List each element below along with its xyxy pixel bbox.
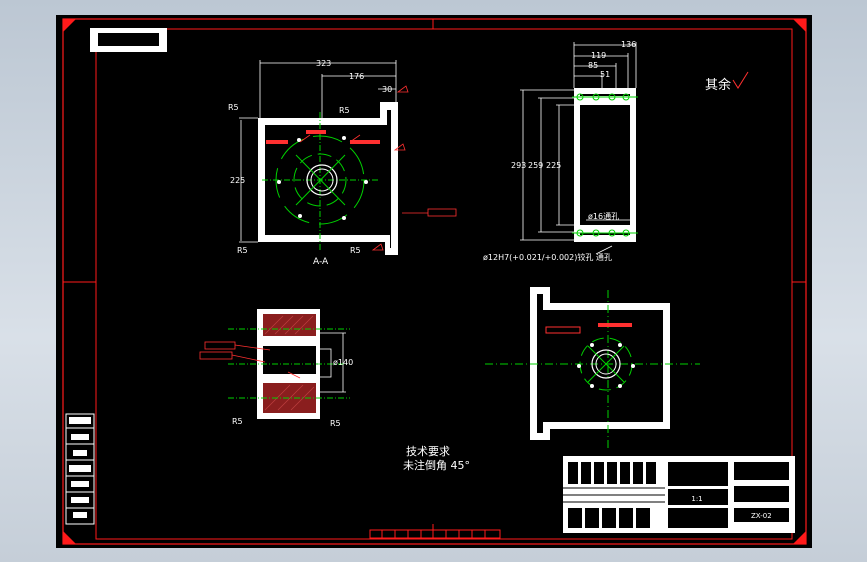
corner-mark	[63, 19, 76, 32]
title-block-drawing-no: ZX-02	[751, 512, 772, 520]
title-block-scale: 1:1	[691, 495, 702, 503]
radius-r5-top: R5	[228, 103, 239, 112]
radius-r5-bottom-right: R5	[350, 246, 361, 255]
title-block	[563, 456, 795, 533]
radius-r5-right: R5	[330, 419, 341, 428]
tech-req-title: 技术要求	[406, 445, 450, 458]
dim-259: 259	[528, 161, 543, 170]
dim-225: 225	[230, 176, 245, 185]
lower-right-view	[485, 287, 700, 450]
dim-d140: ø140	[333, 358, 353, 367]
dim-136: 136	[621, 40, 636, 49]
code-box-inner	[98, 33, 159, 46]
dim-293: 293	[511, 161, 526, 170]
section-label: A-A	[313, 257, 329, 267]
section-view-a-a	[239, 60, 457, 255]
side-view	[520, 42, 638, 255]
scale-ruler	[369, 524, 501, 539]
inner-frame	[95, 28, 793, 540]
dim-51: 51	[600, 70, 610, 79]
note-hole-12: ø12H7(+0.021/+0.002)铰孔 通孔	[483, 252, 612, 262]
corner-mark	[63, 531, 76, 544]
radius-r5-bottom: R5	[237, 246, 248, 255]
note-hole-16: ø16通孔	[588, 211, 619, 221]
roughness-symbol	[732, 71, 749, 89]
lower-left-section	[199, 309, 350, 419]
remaining-roughness-label: 其余	[705, 77, 731, 93]
radius-r5-top-right: R5	[339, 106, 350, 115]
dim-85: 85	[588, 61, 598, 70]
corner-mark	[793, 531, 806, 544]
dim-225-side: 225	[546, 161, 561, 170]
tech-req-line1: 未注倒角 45°	[403, 458, 470, 472]
radius-r5-left: R5	[232, 417, 243, 426]
dim-30: 30	[382, 85, 392, 94]
dim-176: 176	[349, 72, 364, 81]
dim-119: 119	[591, 51, 606, 60]
corner-mark	[793, 19, 806, 32]
revision-column	[65, 413, 95, 525]
dim-323: 323	[316, 59, 331, 68]
